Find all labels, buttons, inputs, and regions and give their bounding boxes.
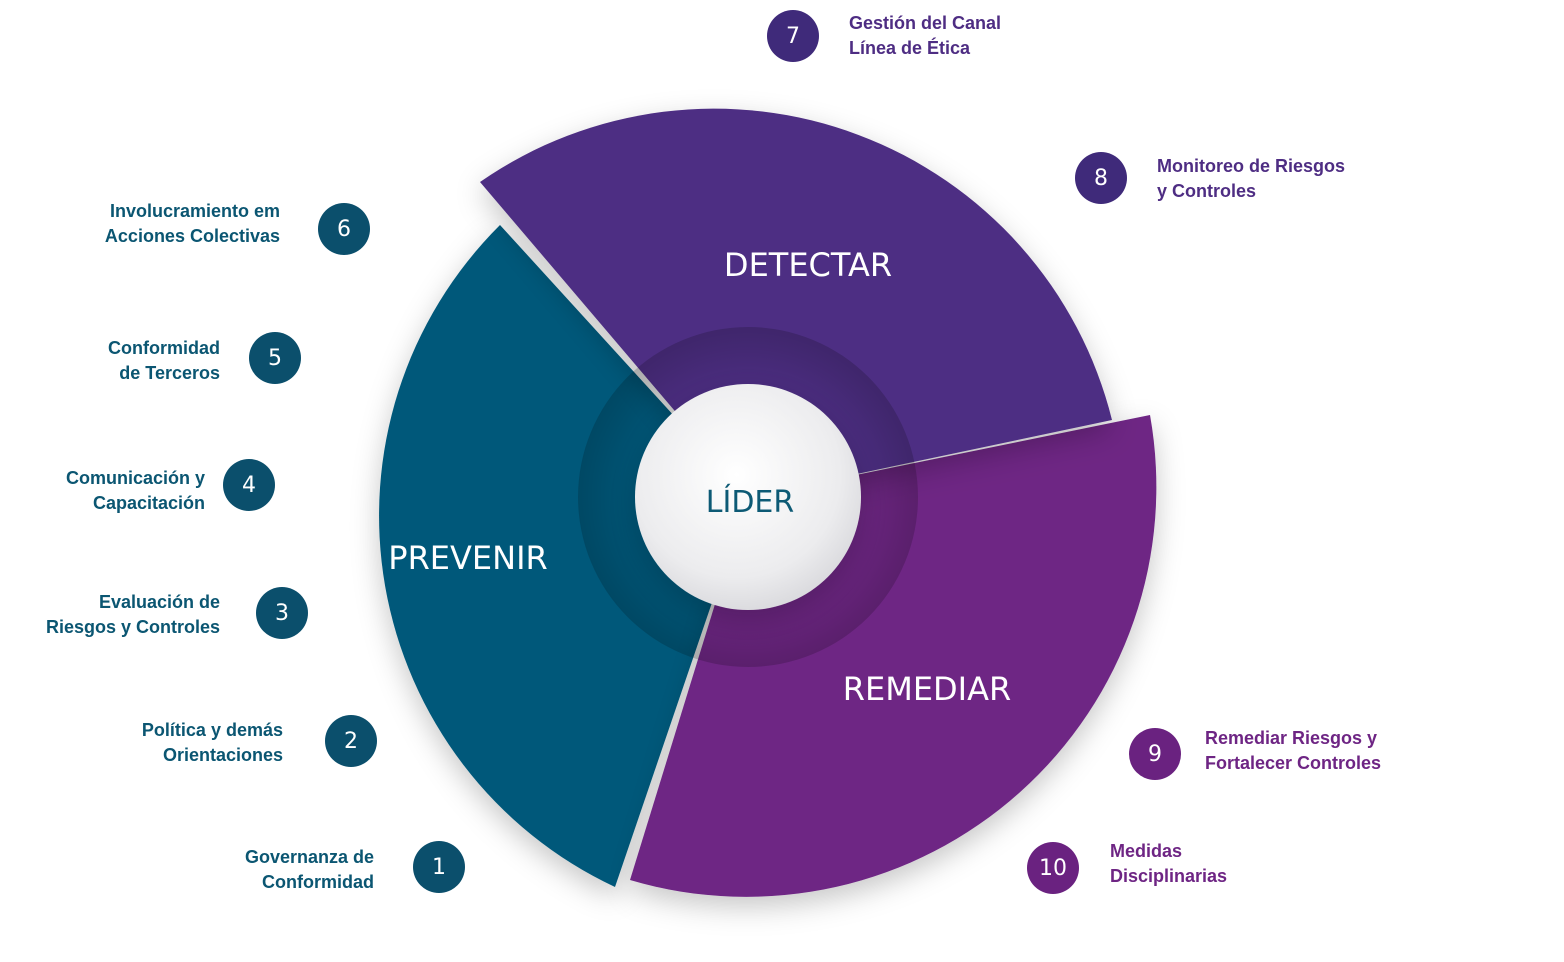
step-8-badge: 8 xyxy=(1075,152,1127,204)
step-7-text: Gestión del Canal Línea de Ética xyxy=(849,11,1001,61)
step-2-line-2: Orientaciones xyxy=(162,745,283,765)
detectar-label: DETECTAR xyxy=(724,246,892,284)
step-4-line-1: Comunicación y xyxy=(65,468,205,488)
step-10-text: Medidas Disciplinarias xyxy=(1110,839,1227,889)
step-6-line-1: Involucramiento em xyxy=(109,201,280,221)
step-8-line-1: Monitoreo de Riesgos xyxy=(1157,156,1346,176)
step-6-line-2: Acciones Colectivas xyxy=(104,226,280,246)
step-9-text: Remediar Riesgos y Fortalecer Controles xyxy=(1205,726,1381,776)
detectar-segment xyxy=(480,108,1112,497)
step-3-text: Evaluación de Riesgos y Controles xyxy=(46,590,220,640)
step-4-text: Comunicación y Capacitación xyxy=(66,466,205,516)
leader-hub xyxy=(635,384,861,610)
remediar-label: REMEDIAR xyxy=(843,670,1011,708)
step-2-line-1: Política y demás xyxy=(141,720,283,740)
step-1-text: Governanza de Conformidad xyxy=(245,845,374,895)
step-6-badge: 6 xyxy=(318,203,370,255)
step-4-line-2: Capacitación xyxy=(92,493,205,513)
step-7-badge: 7 xyxy=(767,10,819,62)
step-7-line-2: Línea de Ética xyxy=(849,38,971,58)
step-9-badge: 9 xyxy=(1129,728,1181,780)
step-3-line-1: Evaluación de xyxy=(98,592,220,612)
step-10-badge: 10 xyxy=(1027,842,1079,894)
step-1-line-2: Conformidad xyxy=(262,872,374,892)
step-1-badge: 1 xyxy=(413,841,465,893)
step-5-line-2: de Terceros xyxy=(119,363,220,383)
step-4-badge: 4 xyxy=(223,459,275,511)
step-5-line-1: Conformidad xyxy=(108,338,220,358)
step-1-line-1: Governanza de xyxy=(244,847,374,867)
step-8-line-2: y Controles xyxy=(1157,181,1257,201)
prevenir-segment xyxy=(379,225,748,887)
step-3-badge: 3 xyxy=(256,587,308,639)
step-9-line-2: Fortalecer Controles xyxy=(1205,753,1382,773)
step-10-line-1: Medidas xyxy=(1110,841,1183,861)
step-10-line-2: Disciplinarias xyxy=(1110,866,1228,886)
step-6-text: Involucramiento em Acciones Colectivas xyxy=(105,199,280,249)
step-2-badge: 2 xyxy=(325,715,377,767)
step-9-line-1: Remediar Riesgos y xyxy=(1205,728,1378,748)
step-3-line-2: Riesgos y Controles xyxy=(45,617,220,637)
step-8-text: Monitoreo de Riesgos y Controles xyxy=(1157,154,1345,204)
step-5-badge: 5 xyxy=(249,332,301,384)
leader-label: LÍDER xyxy=(706,484,794,520)
prevenir-label: PREVENIR xyxy=(388,539,547,577)
step-5-text: Conformidad de Terceros xyxy=(108,336,220,386)
step-7-line-1: Gestión del Canal xyxy=(849,13,1002,33)
step-2-text: Política y demás Orientaciones xyxy=(142,718,283,768)
